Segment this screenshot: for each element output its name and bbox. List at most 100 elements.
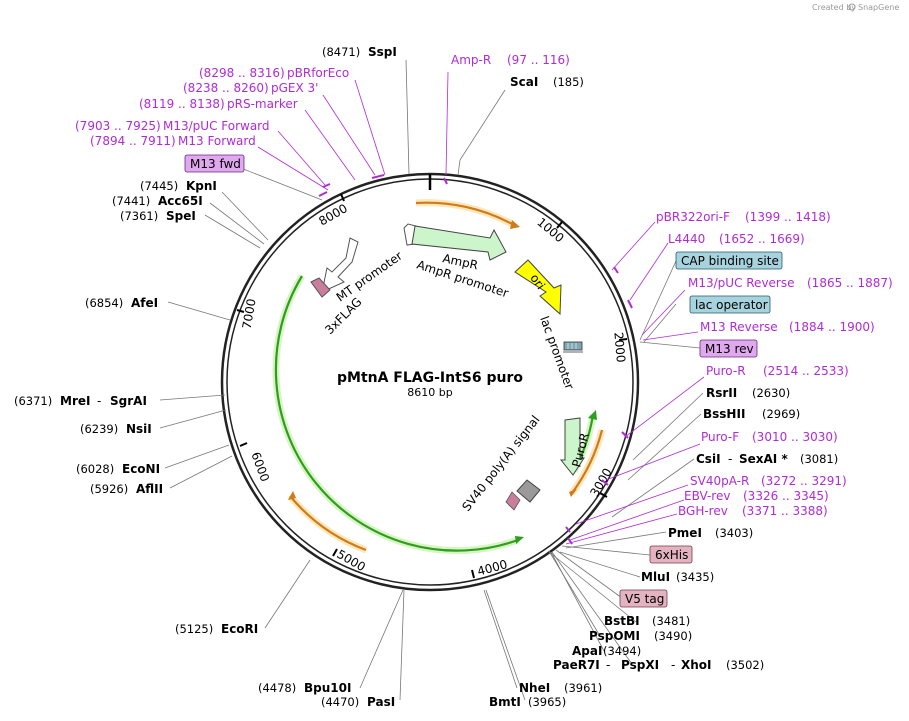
plasmid-size: 8610 bp [407, 386, 452, 399]
plasmid-name: pMtnA FLAG-IntS6 puro [337, 370, 523, 386]
tick-3000: 3000 [587, 466, 614, 499]
m13fwd-box-label: M13 fwd [190, 157, 241, 171]
sv40pa-r-name: SV40pA-R [690, 474, 749, 488]
kpni-name: KpnI [186, 179, 217, 193]
bmti-name: BmtI [489, 695, 521, 709]
acc65i-name: Acc65I [158, 194, 203, 208]
l4440-name: L4440 [668, 232, 705, 246]
apai-pos: (3494) [603, 644, 641, 658]
bstbi-name: BstBI [604, 614, 640, 628]
flag-tag [310, 277, 331, 298]
puro-r-pos: (2514 .. 2533) [763, 364, 849, 378]
mrei-pos: (6371) [14, 394, 52, 408]
scai-pos: (185) [553, 75, 584, 89]
credit-text: Created by [812, 3, 856, 12]
bsshii-pos: (2969) [762, 407, 800, 421]
bgh-rev-pos: (3371 .. 3388) [742, 504, 828, 518]
nsii-pos: (6239) [80, 422, 118, 436]
m13-rev-name: M13 Reverse [700, 320, 778, 334]
ecori-name: EcoRI [221, 622, 258, 636]
mrei-name: MreI [60, 394, 90, 408]
lac-promoter-label: lac promoter [537, 314, 576, 391]
primer-lead-lines [257, 71, 705, 545]
his-box-label: 6xHis [655, 548, 688, 562]
mlui-pos: (3435) [676, 570, 714, 584]
pgex3-name: pGEX 3' [271, 81, 318, 95]
primer-marks [318, 174, 633, 545]
m13-fwd-pos: (7894 .. 7911) [90, 134, 176, 148]
puror-arrow: PuroR [559, 417, 592, 476]
puro-r-name: Puro-R [706, 364, 746, 378]
pbr322-name: pBR322ori-F [656, 210, 730, 224]
ori-arrow: ori [514, 259, 562, 316]
pmei-name: PmeI [668, 526, 702, 540]
pmei-pos: (3403) [715, 526, 753, 540]
sexai-name: SexAI * [739, 452, 788, 466]
pasi-pos: (4470) [321, 695, 359, 709]
afei-name: AfeI [131, 296, 158, 310]
l4440-pos: (1652 .. 1669) [719, 232, 805, 246]
paer7i-dash1: - [606, 658, 610, 672]
econi-name: EcoNI [122, 462, 160, 476]
mt-promoter-label: MT promoter [334, 249, 405, 305]
nhei-name: NheI [519, 681, 550, 695]
puro-f-pos: (3010 .. 3030) [752, 430, 838, 444]
orf-arcs [272, 199, 606, 555]
tick-2000: 2000 [611, 332, 628, 364]
mlui-name: MluI [641, 570, 670, 584]
sgrai-name: SgrAI [110, 394, 147, 408]
puro-f-name: Puro-F [701, 430, 739, 444]
acc65i-pos: (7441) [112, 194, 150, 208]
mt-promoter-arrow [321, 237, 359, 293]
m13puc-fwd-pos: (7903 .. 7925) [75, 119, 161, 133]
v5-box: V5 tag [619, 589, 668, 608]
m13fwd-box: M13 fwd [184, 154, 245, 173]
pgex3-pos: (8238 .. 8260) [183, 81, 269, 95]
pbrforeco-name: pBRforEco [287, 66, 349, 80]
xhoi-name: XhoI [681, 658, 712, 672]
lacop-box-label: lac operator [695, 298, 768, 312]
snapgene-logo: SnapGene [848, 3, 899, 12]
paer7i-pos: (3502) [726, 658, 764, 672]
nsii-name: NsiI [126, 422, 152, 436]
pspxi-name: PspXI [621, 658, 659, 672]
econi-pos: (6028) [76, 462, 114, 476]
mrei-dash: - [97, 394, 101, 408]
bpu10i-name: Bpu10I [304, 681, 351, 695]
ecori-pos: (5125) [175, 622, 213, 636]
apai-name: ApaI [572, 644, 602, 658]
tick-7000: 7000 [240, 298, 259, 331]
m13rev-box-label: M13 rev [705, 342, 754, 356]
m13-rev-pos: (1884 .. 1900) [789, 320, 875, 334]
ebv-rev-name: EBV-rev [684, 489, 730, 503]
pasi-name: PasI [367, 695, 395, 709]
pspomi-pos: (3490) [654, 629, 692, 643]
his-box: 6xHis [649, 545, 693, 564]
cap-box: CAP binding site [675, 251, 783, 270]
lac-promoter-glyph [563, 341, 583, 353]
nhei-pos: (3961) [564, 681, 602, 695]
kpni-pos: (7445) [140, 179, 178, 193]
rsrii-pos: (2630) [752, 386, 790, 400]
m13-fwd-name: M13 Forward [178, 134, 256, 148]
cap-box-label: CAP binding site [681, 254, 779, 268]
ampr-arrow [411, 225, 507, 261]
sspi-pos: (8471) [322, 45, 360, 59]
lead-lines [159, 59, 704, 701]
csii-dash: - [728, 452, 732, 466]
scai-name: ScaI [510, 75, 538, 89]
sv40pa-r-pos: (3272 .. 3291) [761, 474, 847, 488]
aflii-pos: (5926) [90, 482, 128, 496]
m13puc-rev-pos: (1865 .. 1887) [807, 276, 893, 290]
brand-text: SnapGene [858, 3, 899, 12]
aflii-name: AflII [136, 482, 163, 496]
m13puc-fwd-name: M13/pUC Forward [163, 119, 270, 133]
pbr322-pos: (1399 .. 1418) [745, 210, 831, 224]
spei-name: SpeI [166, 209, 196, 223]
v5-box-label: V5 tag [625, 592, 664, 606]
sspi-name: SspI [368, 45, 397, 59]
pspomi-name: PspOMI [589, 629, 640, 643]
bsshii-name: BssHII [703, 407, 745, 421]
afei-pos: (6854) [85, 296, 123, 310]
